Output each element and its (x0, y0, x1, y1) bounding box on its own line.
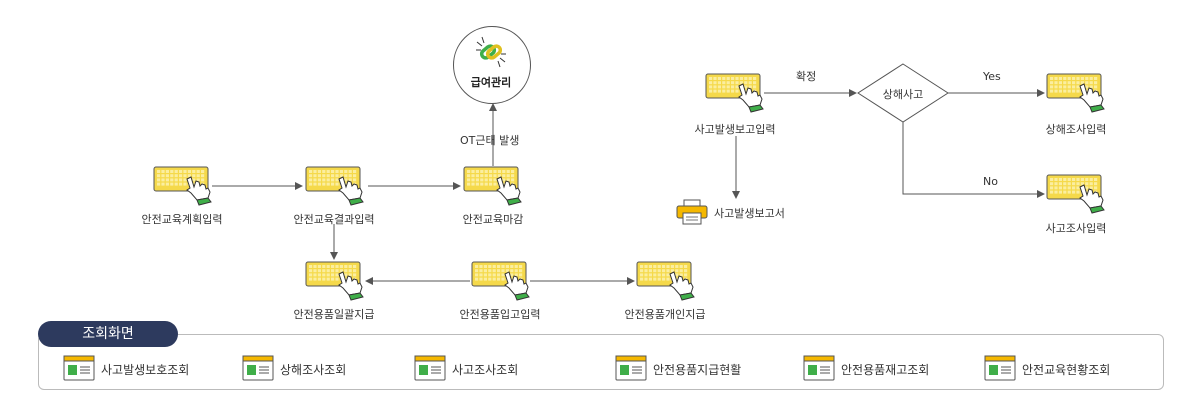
edge-ot-label: OT근태 발생 (460, 134, 520, 147)
window-screen-icon (63, 355, 95, 385)
query-item-label: 사고조사조회 (452, 363, 519, 377)
node-edu-result-label: 안전교육결과입력 (293, 213, 375, 226)
window-screen-icon (803, 355, 835, 385)
edge-no-label: No (983, 175, 998, 188)
injury-decision-diamond (857, 63, 949, 123)
node-accident-report-input-label: 사고발생보고입력 (694, 123, 776, 136)
query-item-label: 사고발생보호조회 (101, 363, 190, 377)
keyboard-hand-icon[interactable] (1046, 73, 1108, 117)
keyboard-hand-icon[interactable] (1046, 174, 1108, 218)
keyboard-hand-icon[interactable] (471, 261, 533, 305)
keyboard-hand-icon[interactable] (305, 166, 367, 210)
node-accident-investigation-label: 사고조사입력 (1045, 222, 1107, 235)
query-item[interactable]: 안전교육현황조회 (984, 355, 1110, 381)
node-supply-in-label: 안전용품입고입력 (459, 308, 541, 321)
payroll-label: 급여관리 (470, 76, 512, 89)
query-item-label: 상해조사조회 (280, 363, 347, 377)
node-edu-close-label: 안전교육마감 (462, 213, 524, 226)
arrow-decision-no (902, 122, 1045, 198)
node-injury-investigation-label: 상해조사입력 (1045, 123, 1107, 136)
window-screen-icon (984, 355, 1016, 385)
node-supply-personal-label: 안전용품개인지급 (624, 308, 706, 321)
query-item[interactable]: 사고조사조회 (414, 355, 518, 381)
query-item-label: 안전용품재고조회 (841, 363, 930, 377)
window-screen-icon (414, 355, 446, 385)
window-screen-icon (242, 355, 274, 385)
edge-confirm-label: 확정 (796, 70, 817, 83)
printer-icon[interactable] (676, 199, 708, 225)
query-item[interactable]: 사고발생보호조회 (63, 355, 189, 381)
query-item[interactable]: 상해조사조회 (242, 355, 346, 381)
edge-yes-label: Yes (983, 70, 1001, 83)
keyboard-hand-icon[interactable] (305, 261, 367, 305)
injury-decision-label: 상해사고 (882, 88, 924, 101)
keyboard-hand-icon[interactable] (705, 73, 767, 117)
chain-link-icon (476, 36, 506, 68)
query-panel-title: 조회화면 (38, 321, 178, 347)
keyboard-hand-icon[interactable] (463, 166, 525, 210)
query-item-label: 안전용품지급현활 (653, 363, 742, 377)
node-accident-report-doc-label: 사고발생보고서 (714, 207, 785, 220)
window-screen-icon (615, 355, 647, 385)
query-item[interactable]: 안전용품지급현활 (615, 355, 741, 381)
keyboard-hand-icon[interactable] (636, 261, 698, 305)
query-panel (38, 334, 1164, 390)
node-edu-plan-label: 안전교육계획입력 (141, 213, 223, 226)
payroll-node[interactable] (453, 26, 531, 104)
query-item[interactable]: 안전용품재고조회 (803, 355, 929, 381)
query-item-label: 안전교육현황조회 (1022, 363, 1111, 377)
node-supply-bulk-label: 안전용품일괄지급 (293, 308, 375, 321)
keyboard-hand-icon[interactable] (153, 166, 215, 210)
